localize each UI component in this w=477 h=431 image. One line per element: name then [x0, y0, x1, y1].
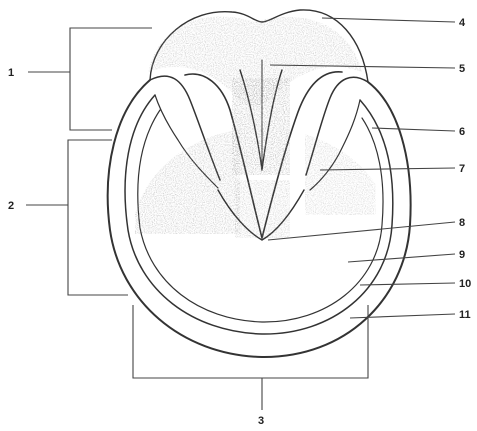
label-6: 6 — [459, 126, 465, 138]
label-3: 3 — [258, 415, 264, 427]
frog-stipple — [232, 78, 290, 238]
label-7: 7 — [459, 163, 465, 175]
label-5: 5 — [459, 63, 465, 75]
label-2: 2 — [8, 200, 14, 212]
label-4: 4 — [459, 17, 466, 29]
label-10: 10 — [459, 278, 471, 290]
label-11: 11 — [459, 309, 471, 321]
label-8: 8 — [459, 217, 465, 229]
label-9: 9 — [459, 249, 465, 261]
label-1: 1 — [8, 67, 14, 79]
